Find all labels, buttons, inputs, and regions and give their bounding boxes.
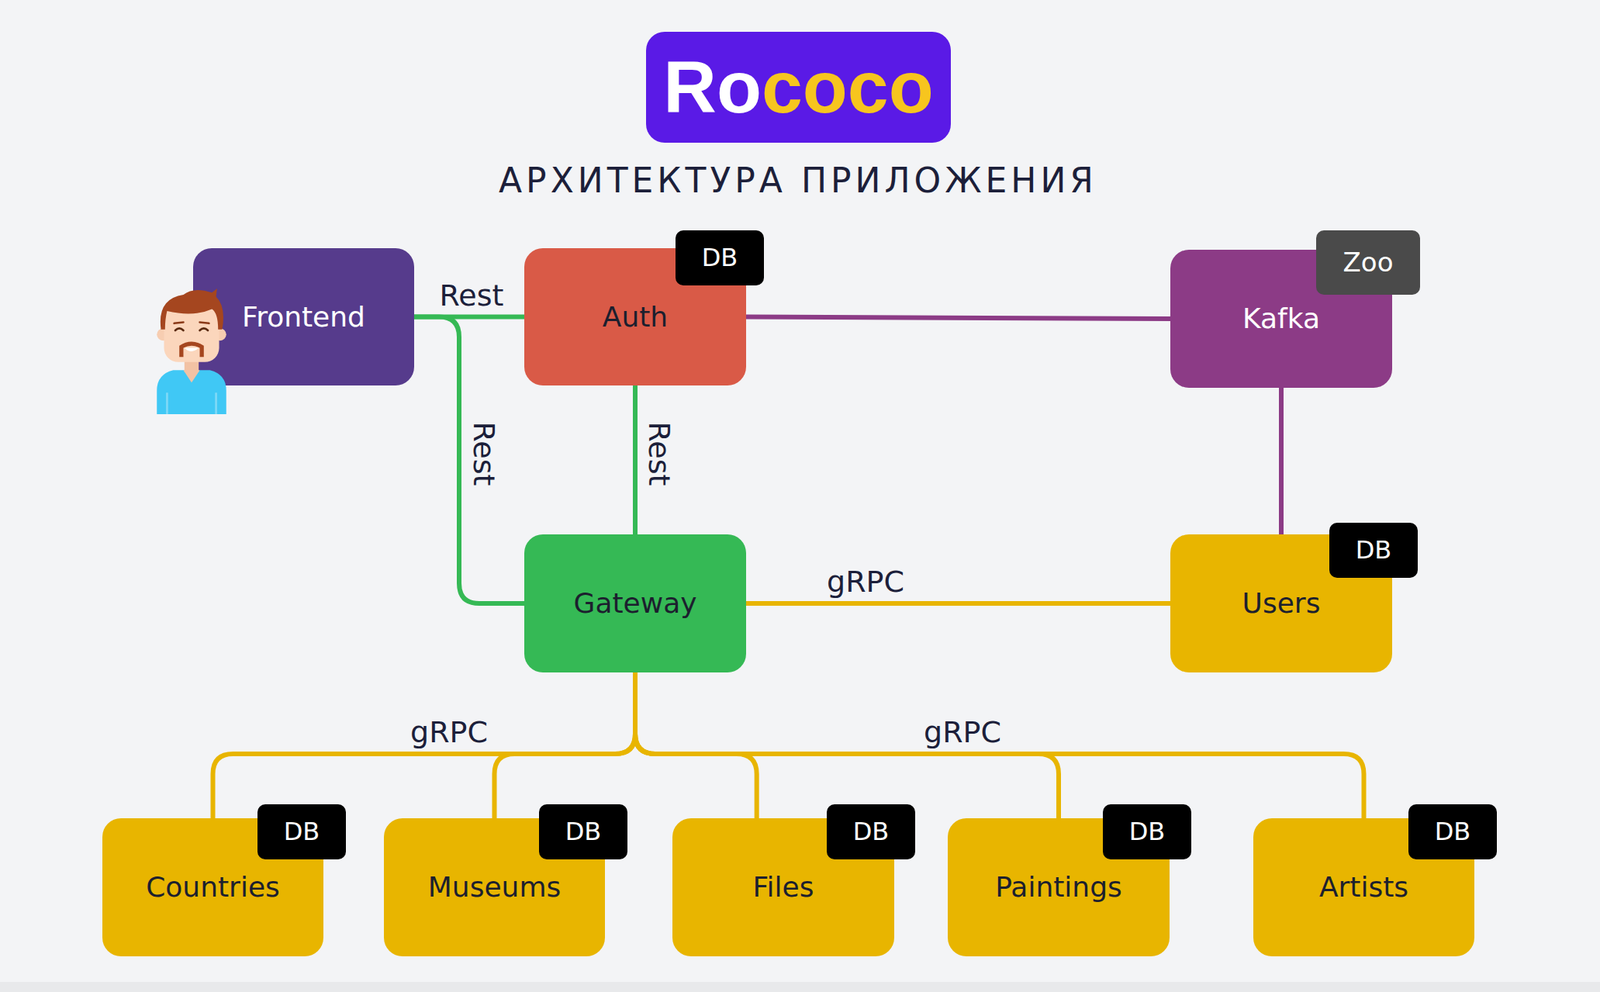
db-badge: DB [257,804,346,860]
badge-text: Zoo [1343,247,1394,278]
protocol-label: Rest [644,418,674,490]
db-badge: DB [826,804,916,860]
badge-text: DB [565,817,602,847]
avatar-eye [175,328,184,331]
avatar-shirt [156,369,226,415]
service-name: Auth [602,300,668,333]
avatar-eye [200,328,209,331]
service-box: MuseumsDB [383,818,605,957]
avatar-brow [174,322,184,324]
service-box: Gateway [524,534,747,673]
connector-line [414,317,525,605]
badge-text: DB [1434,817,1472,847]
db-badge: DB [675,230,764,286]
service-name: Museums [428,870,561,903]
connector-line [635,672,1365,819]
service-box: CountriesDB [102,818,324,957]
badge-text: DB [1129,817,1166,847]
service-name: Files [753,870,815,903]
protocol-label: gRPC [823,566,908,597]
service-box: Files DB [672,818,895,957]
service-name: Frontend [241,300,366,333]
connector-line [1278,387,1284,535]
connector-line [635,672,1059,819]
service-name: Gateway [573,587,697,619]
db-badge: DB [1102,804,1192,860]
service-name: Countries [145,870,280,903]
diagram-title: АРХИТЕКТУРА ПРИЛОЖЕНИЯ [498,162,1098,200]
service-name: Artists [1319,870,1409,903]
avatar-arm [214,392,218,415]
protocol-label: gRPC [407,717,491,747]
db-badge: DB [1329,522,1418,578]
db-badge: DB [539,804,628,860]
zoo-badge: Zoo [1316,230,1421,295]
connector-line [494,672,636,819]
connector-line [635,672,757,819]
connector-line [213,672,636,819]
badge-text: DB [283,817,321,847]
service-name: Kafka [1242,302,1321,335]
user-avatar [152,288,231,415]
badge-text: DB [1355,535,1393,565]
protocol-label: gRPC [920,717,1005,747]
service-box: Frontend [193,248,415,386]
logo-text: Ro [663,44,762,130]
badge-text: DB [853,817,890,847]
db-badge: DB [1408,804,1497,860]
service-name: Paintings [995,870,1123,903]
service-box: AuthDB [524,248,747,386]
avatar-collar [183,369,200,383]
logo-text: coco [761,44,934,130]
connector-line [632,385,638,535]
bottom-strip [0,981,1600,992]
connector-line [746,601,1171,606]
service-box: Kafka Zoo [1170,249,1393,388]
service-box: Artists DB [1253,818,1475,957]
avatar-arm [165,392,169,415]
protocol-label: Rest [436,280,508,311]
avatar-smile [184,347,199,352]
protocol-label: Rest [469,418,499,490]
avatar-brow [200,322,210,324]
service-name: Users [1242,587,1321,619]
badge-text: DB [701,243,739,273]
service-box: PaintingsDB [947,818,1170,957]
connector-line [746,317,1171,320]
avatar-mustache [179,342,204,358]
logo-badge: Rococo [646,31,951,143]
service-box: Users DB [1170,534,1393,673]
avatar-hair [160,288,224,330]
